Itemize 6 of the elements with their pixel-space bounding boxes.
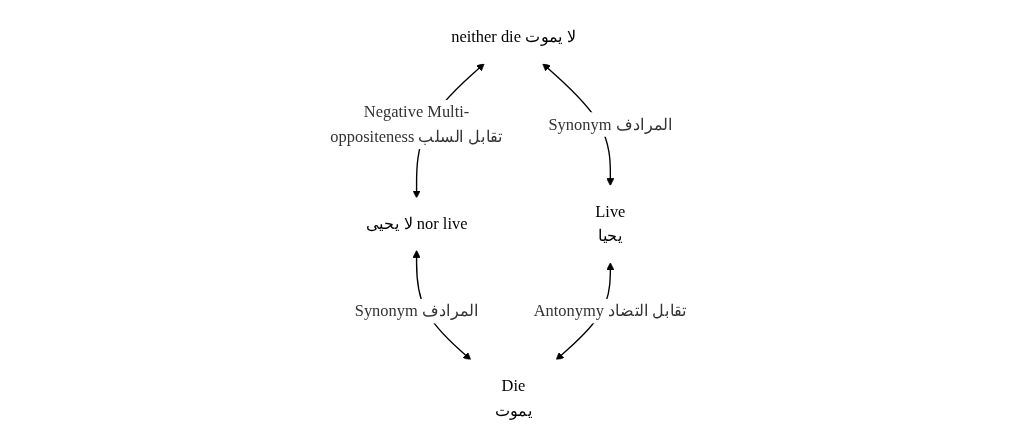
- node-text: neither die لا يموت: [451, 27, 577, 46]
- edge-label: Antonymy تقابل التضاد: [533, 301, 688, 320]
- node-text: لا يحيى nor live: [366, 214, 468, 233]
- edge-label: Synonym المرادف: [355, 301, 479, 320]
- edge-label: Negative Multi-oppositeness تقابل السلب: [330, 102, 504, 146]
- edge-label: Synonym المرادف: [548, 114, 673, 134]
